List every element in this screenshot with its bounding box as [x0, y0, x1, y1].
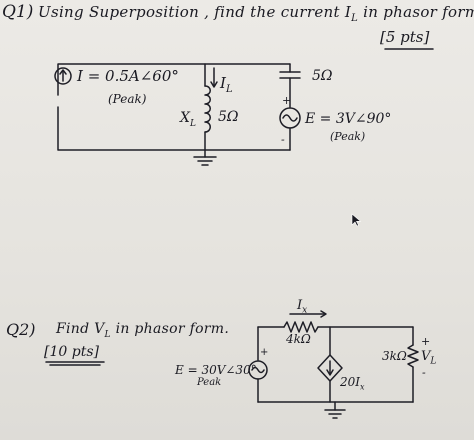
q1-title-sub: L — [351, 13, 359, 24]
q2-resistor-4k-label: 4kΩ — [286, 332, 311, 346]
q1-inductor-value: 5Ω — [218, 109, 239, 125]
q2-dep-sub: x — [360, 382, 365, 392]
q1-top-wire — [57, 63, 291, 96]
q1-voltage-source-label: E = 3V∠90° — [305, 111, 392, 127]
q1-inductor-coil — [204, 85, 211, 133]
q2-vl-main: V — [421, 349, 431, 364]
q1-il-arrow — [210, 67, 218, 88]
q2-voltage-source-peak: Peak — [197, 377, 222, 388]
q2-ix-sub: x — [302, 305, 308, 316]
q1-capacitor-value: 5Ω — [312, 68, 333, 84]
q2-ground — [324, 401, 346, 419]
q2-vl-label: VL — [421, 350, 436, 367]
q2-title: Find VL in phasor form. — [56, 322, 229, 340]
q2-resistor-3k-zigzag — [407, 344, 419, 368]
q2-ix-main: I — [297, 298, 303, 313]
q2-dependent-source — [317, 354, 343, 382]
q2-resistor-4k-zigzag — [283, 321, 319, 333]
q2-voltage-source-label: E = 30V∠30° — [175, 363, 257, 377]
q2-vl-sub: L — [430, 356, 437, 367]
q1-number: Q1) — [2, 2, 34, 22]
q1-source-minus: - — [281, 133, 285, 146]
q1-ground — [193, 149, 217, 166]
q1-inductor-main: X — [180, 110, 190, 126]
q2-title-text: Find V — [56, 321, 105, 337]
q1-inductor-sub: L — [189, 118, 196, 129]
q1-voltage-source-peak: (Peak) — [330, 130, 366, 143]
q2-ix-arrow — [289, 310, 327, 318]
q2-resistor-3k-label: 3kΩ — [382, 349, 407, 363]
q2-title-tail: in phasor form. — [110, 321, 230, 337]
q1-title-text: Using Superposition , find the current I — [38, 3, 352, 21]
q1-source-plus: + — [282, 94, 292, 107]
q1-bottom-wire — [57, 106, 291, 151]
q1-current-source-label: I = 0.5A∠60° — [77, 67, 179, 85]
q2-number: Q2) — [6, 320, 36, 339]
q2-vl-minus: - — [422, 366, 426, 379]
q1-title-tail: in phasor form. — [358, 3, 474, 21]
q1-title: Using Superposition , find the current I… — [38, 5, 474, 24]
q2-dependent-source-label: 20Ix — [340, 376, 365, 391]
q1-points: [5 pts] — [380, 28, 430, 46]
q2-dep-main: 20I — [340, 375, 361, 389]
q1-inductor-label: XL — [180, 111, 196, 129]
q1-il-main: I — [220, 74, 226, 92]
mouse-cursor-icon — [351, 213, 362, 227]
q1-il-sub: L — [225, 84, 233, 95]
q2-title-sub: L — [104, 329, 111, 340]
q1-current-source — [54, 67, 72, 85]
q2-points: [10 pts] — [44, 344, 99, 360]
q2-ix-label: Ix — [297, 299, 307, 316]
q1-il-label: IL — [220, 76, 233, 95]
q2-source-plus: + — [260, 347, 269, 358]
q2-vl-plus: + — [421, 335, 431, 348]
q1-current-source-peak: (Peak) — [108, 92, 147, 106]
